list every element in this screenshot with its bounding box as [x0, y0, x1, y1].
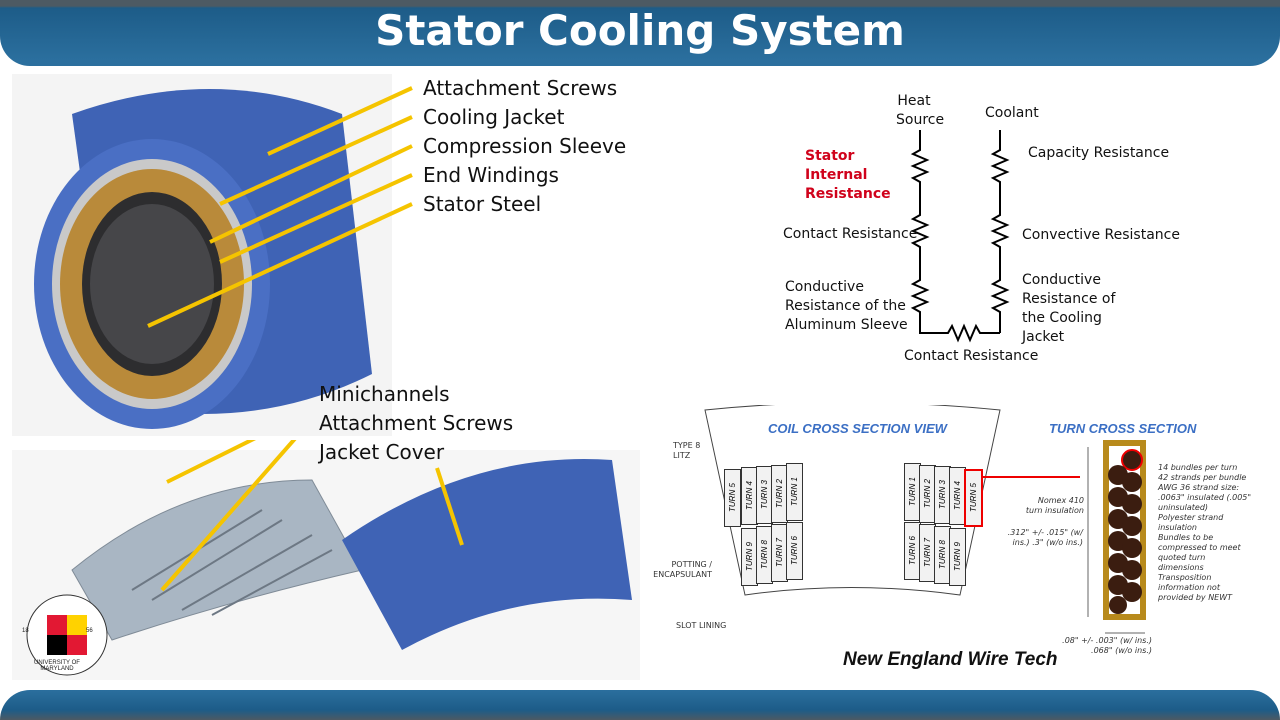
left-turn-6: TURN 6: [786, 522, 803, 580]
slot-lining-label: SLOT LINING: [676, 621, 727, 630]
note-6: Transposition information not provided b…: [1158, 573, 1233, 602]
label-cooling-jacket: Cooling Jacket: [423, 105, 565, 129]
turn-notes: 14 bundles per turn 42 strands per bundl…: [1158, 463, 1253, 603]
note-1: 14 bundles per turn: [1158, 463, 1238, 472]
new-england-wire-tech-credit: New England Wire Tech: [843, 649, 1058, 670]
coolant-label: Coolant: [985, 105, 1039, 121]
footer-bar: [0, 690, 1280, 720]
header-bar: [0, 0, 1280, 66]
note-3: AWG 36 strand size: .0063" insulated (.0…: [1158, 483, 1252, 512]
nomex-insulation-label: Nomex 410 turn insulation: [1025, 496, 1084, 515]
slide-title: Stator Cooling System: [375, 6, 905, 55]
contact-resistance-left-label: Contact Resistance: [783, 226, 918, 242]
label-stator-steel: Stator Steel: [423, 192, 542, 216]
conductive-resistance-jacket-label: Conductive Resistance of the Cooling Jac…: [1022, 272, 1116, 345]
heat-source-label: Heat Source: [896, 93, 945, 128]
type8-litz-label: TYPE 8 LITZ: [673, 441, 701, 460]
label-compression-sleeve: Compression Sleeve: [423, 134, 627, 158]
note-2: 42 strands per bundle: [1158, 473, 1247, 482]
label-jacket-cover: Jacket Cover: [319, 440, 445, 464]
left-turn-5: TURN 5: [724, 469, 741, 527]
note-5: Bundles to be compressed to meet quoted …: [1158, 533, 1241, 572]
stator-internal-resistance-label: Stator Internal Resistance: [805, 148, 891, 202]
contact-resistance-bottom-label: Contact Resistance: [904, 348, 1039, 364]
capacity-resistance-label: Capacity Resistance: [1028, 145, 1170, 161]
convective-resistance-label: Convective Resistance: [1022, 227, 1180, 243]
coil-cross-section-title: COIL CROSS SECTION VIEW: [768, 421, 947, 436]
turn-height-dimension: .312" +/- .015" (w/ ins.) .3" (w/o ins.): [1007, 528, 1083, 547]
note-4: Polyester strand insulation: [1158, 513, 1224, 532]
label-plate-attachment-screws: Attachment Screws: [319, 411, 514, 435]
label-minichannels: Minichannels: [319, 382, 450, 406]
label-end-windings: End Windings: [423, 163, 559, 187]
right-turn-9: TURN 9: [949, 528, 966, 586]
motor-render-image: [12, 74, 392, 436]
conductive-resistance-sleeve-label: Conductive Resistance of the Aluminum Sl…: [785, 279, 908, 333]
potting-label: POTTING / ENCAPSULANT: [653, 560, 712, 579]
university-logo-text: UNIVERSITY OF MARYLAND: [34, 660, 80, 672]
turn-cross-section-title: TURN CROSS SECTION: [1049, 421, 1197, 436]
logo-year-right: 56: [86, 628, 93, 634]
thermal-resistance-circuit: [910, 130, 1010, 343]
cooling-jacket-images: [12, 440, 640, 680]
label-attachment-screws: Attachment Screws: [423, 76, 618, 100]
motor-leader-lines: [147, 86, 413, 328]
left-turn-1: TURN 1: [786, 463, 803, 521]
turn-width-dimension: .08" +/- .003" (w/ ins.) .068" (w/o ins.…: [1062, 636, 1152, 655]
logo-year-left: 18: [22, 628, 29, 634]
right-turn-5-highlighted: TURN 5: [964, 469, 983, 527]
